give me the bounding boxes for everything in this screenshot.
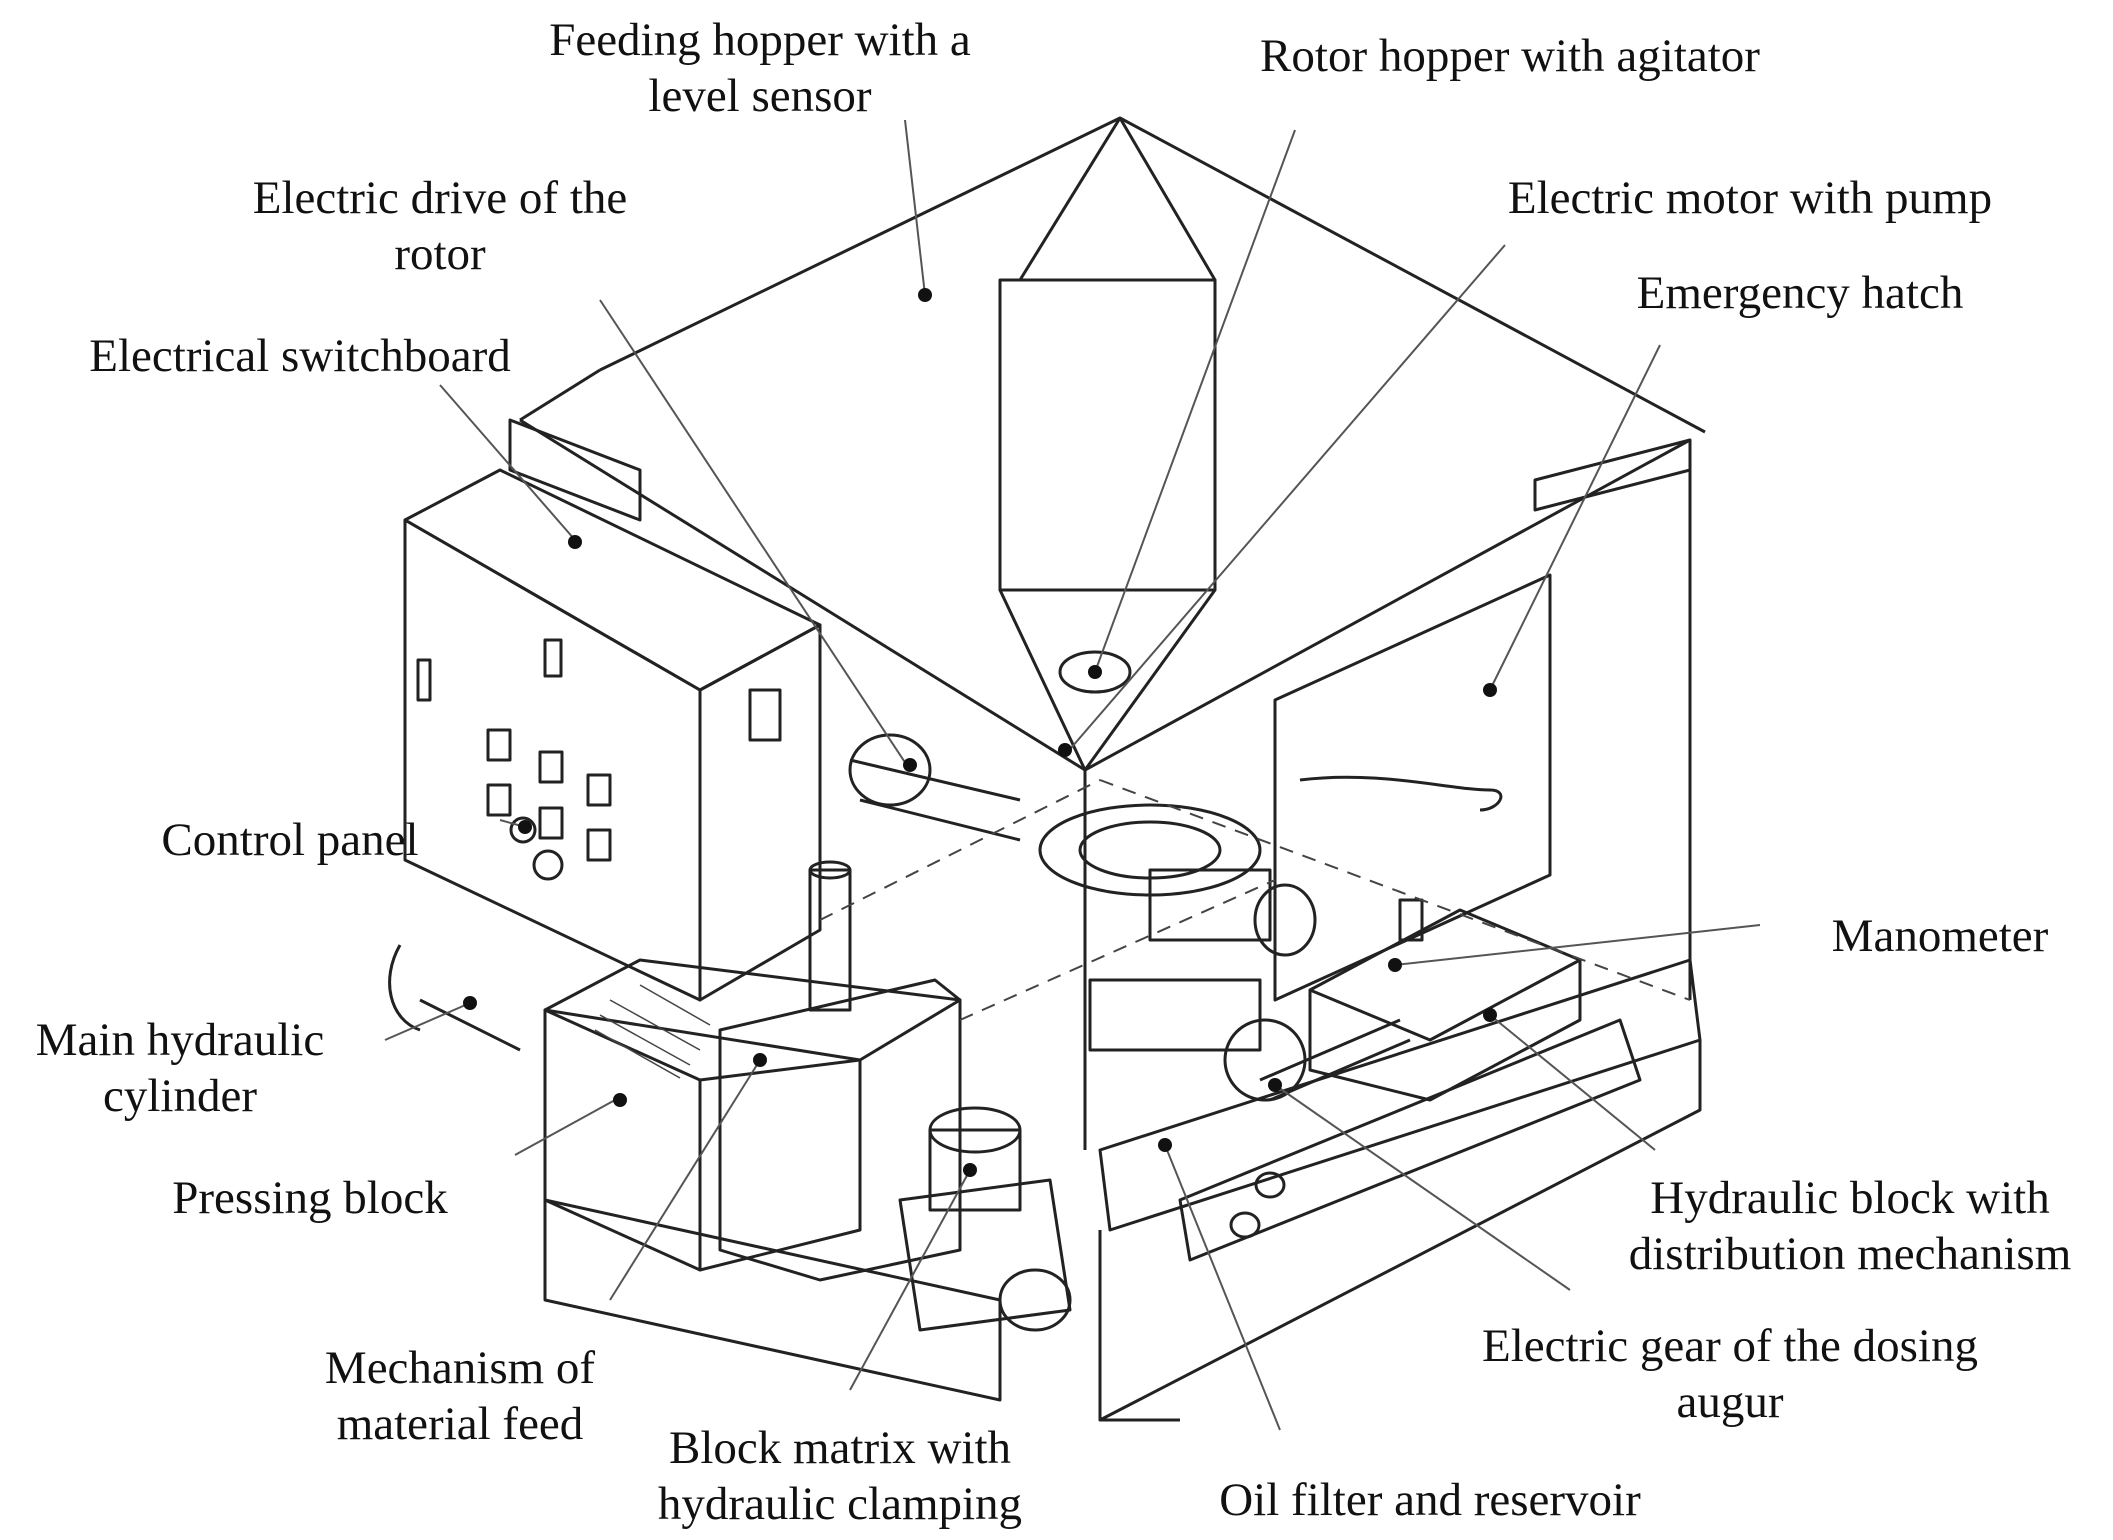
label-line: Electric drive of the	[252, 172, 628, 224]
label-line: Electric gear of the dosing	[1482, 1320, 1978, 1372]
base-frame	[1098, 958, 1702, 1422]
hopper-outline	[508, 116, 1706, 1150]
switchboard-cabinet	[403, 468, 822, 1002]
label-emergency-hatch: Emergency hatch	[1600, 265, 2000, 321]
label-line: Oil filter and reservoir	[1219, 1474, 1641, 1526]
pressing-block-assembly	[388, 860, 1072, 1402]
label-electric-drive-rotor: Electric drive of the rotor	[210, 170, 670, 282]
rotor-assembly	[848, 650, 1411, 1102]
label-electric-gear-dosing: Electric gear of the dosing augur	[1420, 1318, 2040, 1430]
label-electric-motor-pump: Electric motor with pump	[1460, 170, 2040, 226]
label-line: Main hydraulic	[35, 1014, 325, 1066]
control-buttons	[486, 728, 612, 881]
label-line: Mechanism of	[324, 1342, 596, 1394]
label-line: Pressing block	[172, 1172, 448, 1224]
label-line: distribution mechanism	[1628, 1228, 2072, 1280]
label-manometer: Manometer	[1800, 908, 2080, 964]
label-line: level sensor	[648, 70, 872, 122]
label-line: cylinder	[103, 1070, 257, 1122]
label-line: Electric motor with pump	[1507, 172, 1993, 224]
label-line: Electrical switchboard	[89, 330, 511, 382]
callout-dots	[463, 288, 1497, 1177]
label-electrical-switchboard: Electrical switchboard	[60, 328, 540, 384]
label-main-hydraulic-cylinder: Main hydraulic cylinder	[10, 1012, 350, 1124]
label-line: Rotor hopper with agitator	[1260, 30, 1760, 82]
hidden-lines	[819, 779, 1691, 1021]
label-line: Emergency hatch	[1636, 267, 1964, 319]
mesh-hatching	[594, 984, 711, 1079]
label-block-matrix: Block matrix with hydraulic clamping	[600, 1420, 1080, 1532]
label-line: hydraulic clamping	[657, 1478, 1023, 1530]
label-oil-filter: Oil filter and reservoir	[1170, 1472, 1690, 1528]
label-mechanism-material-feed: Mechanism of material feed	[290, 1340, 630, 1452]
label-control-panel: Control panel	[140, 812, 440, 868]
label-line: Hydraulic block with	[1650, 1172, 2050, 1224]
label-feeding-hopper: Feeding hopper with a level sensor	[500, 12, 1020, 124]
label-line: material feed	[336, 1398, 584, 1450]
label-hydraulic-block: Hydraulic block with distribution mechan…	[1590, 1170, 2110, 1282]
leader-lines	[384, 119, 1761, 1431]
label-line: Manometer	[1831, 910, 2049, 962]
label-line: Control panel	[161, 814, 419, 866]
label-line: Feeding hopper with a	[549, 14, 971, 66]
label-line: augur	[1676, 1376, 1784, 1428]
emergency-hatch-panel	[1273, 573, 1552, 1002]
label-line: Block matrix with	[668, 1422, 1011, 1474]
label-pressing-block: Pressing block	[140, 1170, 480, 1226]
label-line: rotor	[394, 228, 486, 280]
label-rotor-hopper: Rotor hopper with agitator	[1200, 28, 1820, 84]
